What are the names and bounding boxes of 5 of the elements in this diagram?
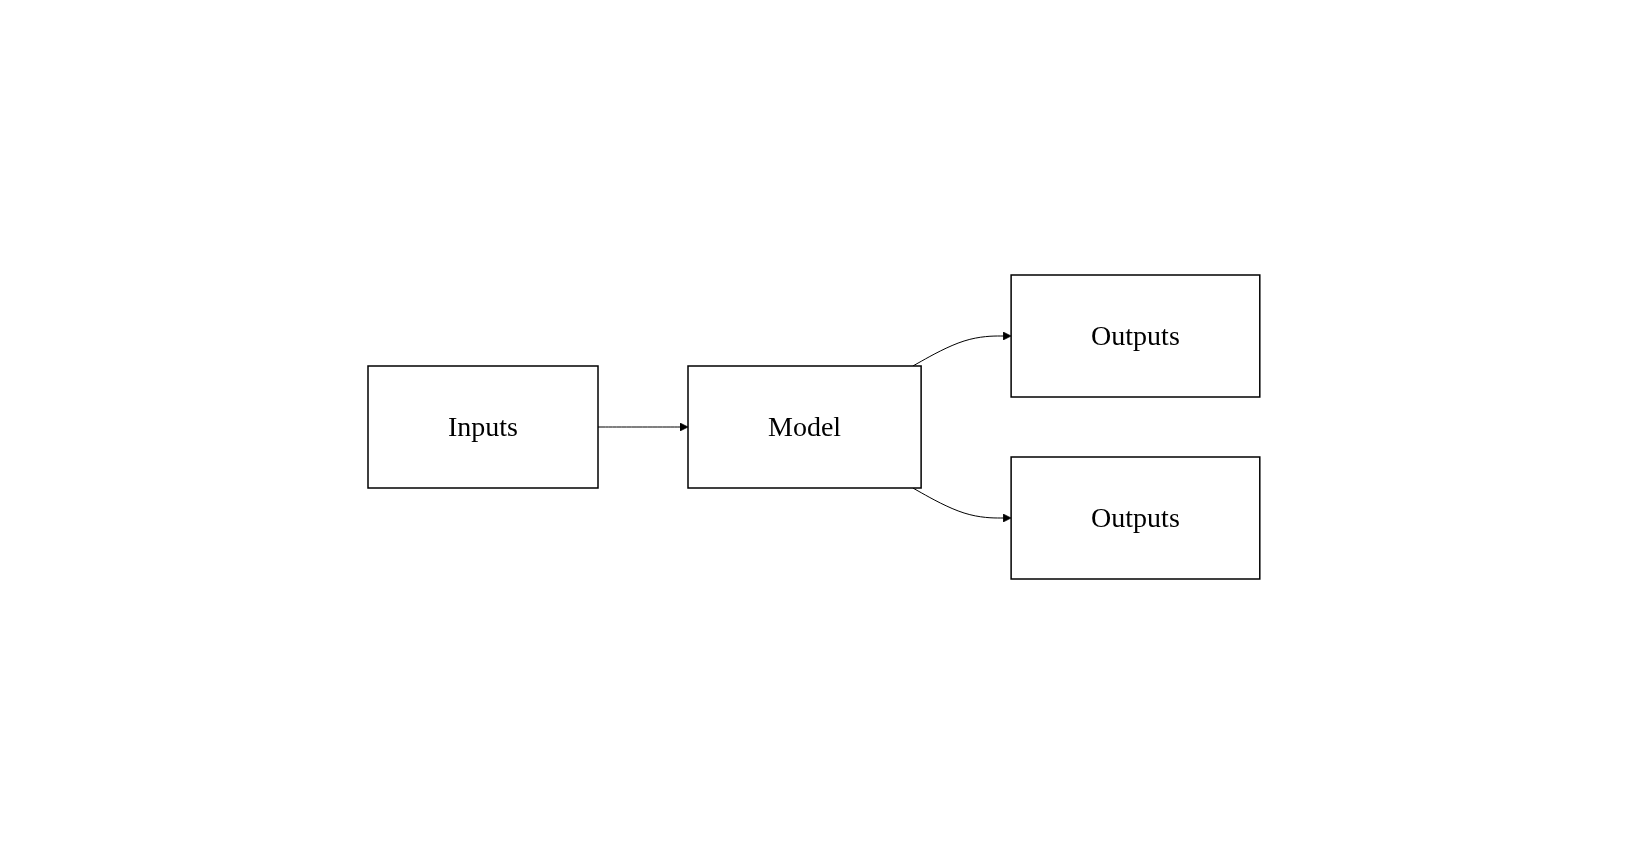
node-box: Inputs <box>366 365 599 489</box>
arrow <box>597 422 688 432</box>
node-box: Model <box>686 365 922 489</box>
node-box: Outputs <box>1009 274 1261 398</box>
node-box: Outputs <box>1009 456 1261 580</box>
